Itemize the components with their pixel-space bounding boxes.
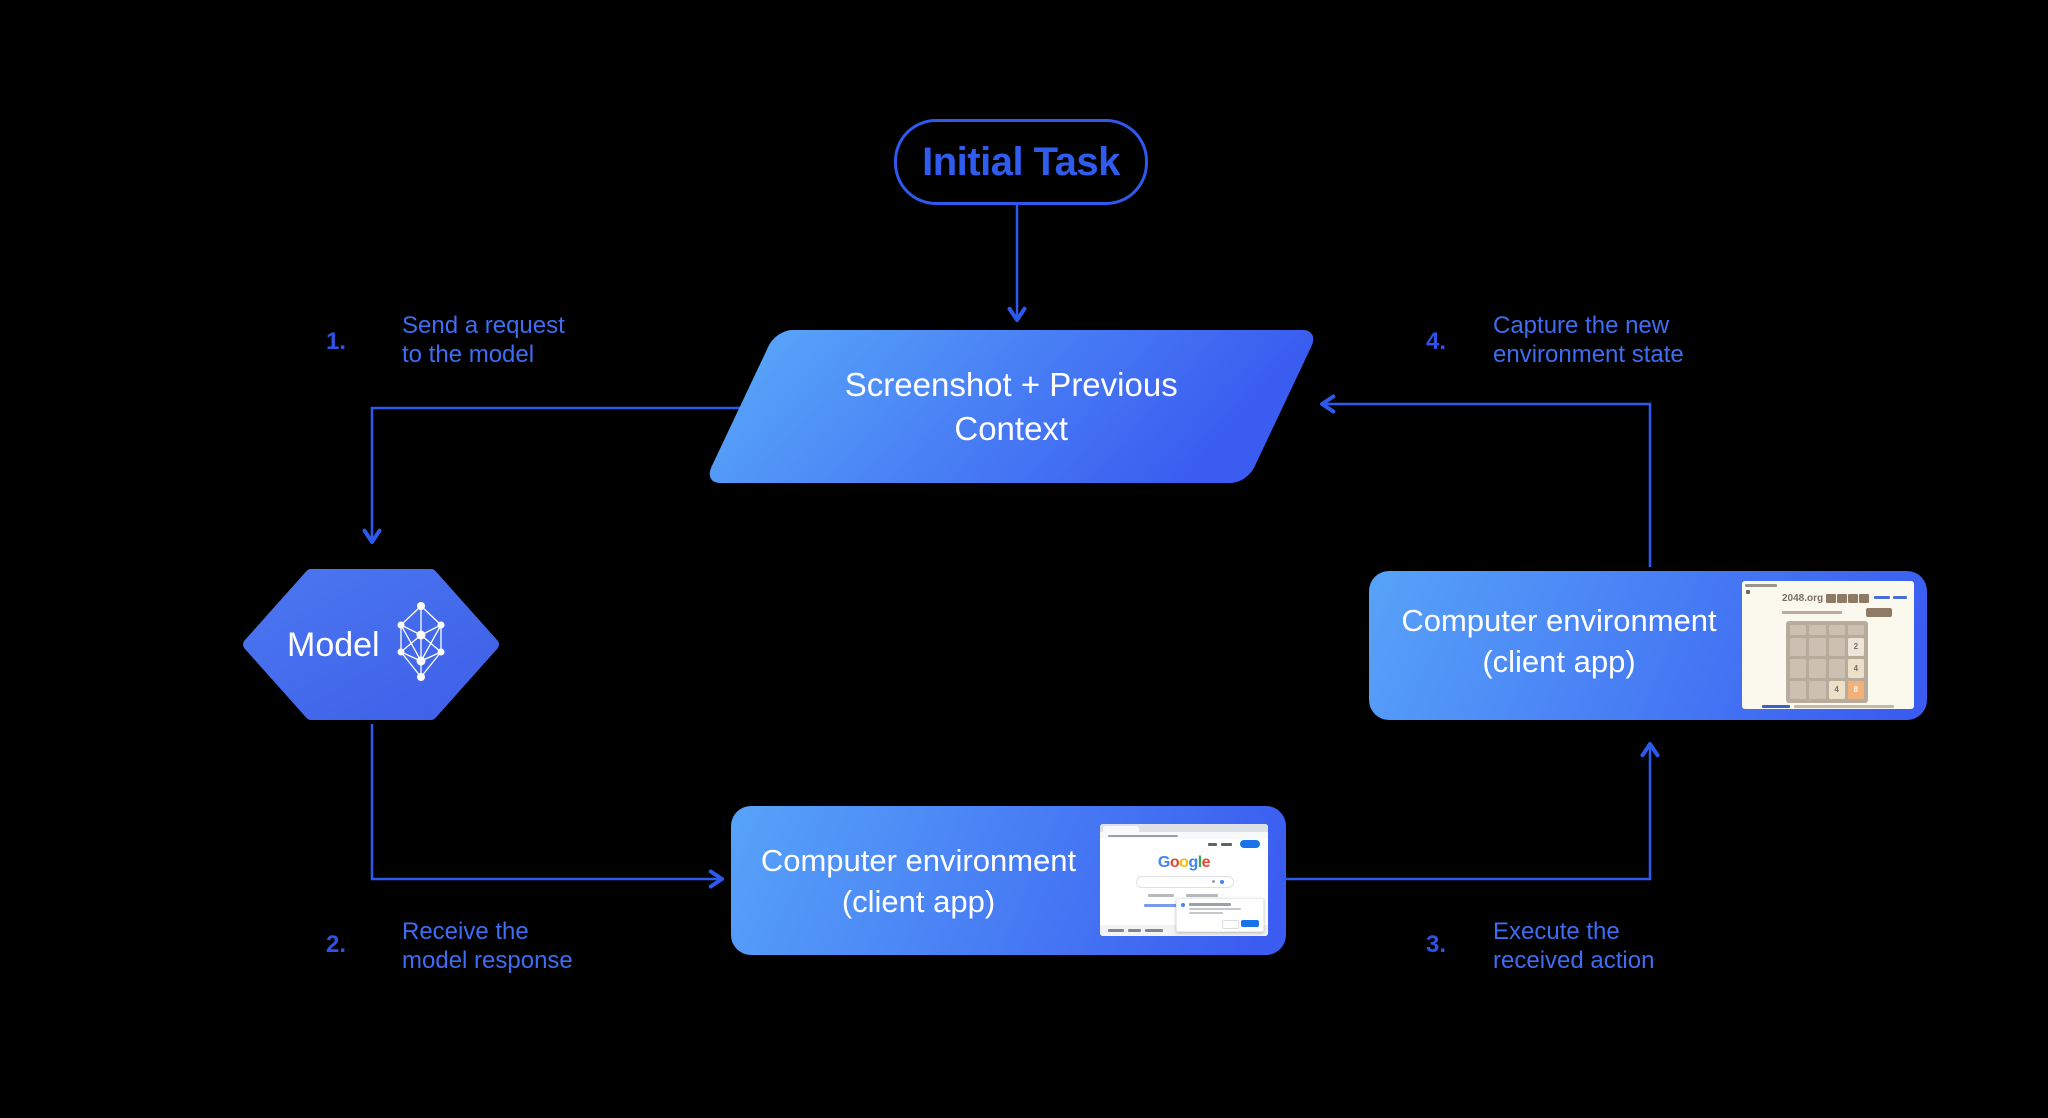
model-node-label: Model: [287, 626, 380, 664]
arrow-env-bottom-to-env-right: [1286, 742, 1660, 881]
step-1-number: 1.: [326, 328, 347, 355]
step-1-label: Send a request to the model: [402, 312, 565, 368]
footer-link-bar: [1762, 705, 1790, 708]
dialog-text-bar: [1189, 903, 1231, 906]
screenshot-2048-game: 2048.org 2 4 4 8: [1742, 581, 1914, 709]
arrow-model-to-env-bottom: [370, 724, 724, 889]
keyboard-icon: [1212, 880, 1215, 883]
score-box: [1837, 594, 1847, 603]
model-hexagon: [243, 569, 499, 720]
browser-tab: [1103, 825, 1139, 832]
step-3-number: 3.: [1426, 931, 1447, 958]
search-input: [1136, 876, 1234, 888]
url-text-bar: [1108, 834, 1178, 837]
step-2-number: 2.: [326, 931, 347, 958]
game-grid-cell: [1847, 625, 1864, 635]
arrow-env-right-to-context: [1320, 394, 1652, 567]
game-tile-2: 2: [1847, 637, 1864, 656]
screenshot-context-label: Screenshot + Previous Context: [845, 365, 1178, 447]
sign-in-button: [1240, 840, 1260, 848]
footer-link-bar: [1108, 929, 1124, 932]
header-link-bar: [1874, 596, 1890, 599]
game-grid-cell: [1790, 659, 1807, 678]
header-link-bar: [1893, 596, 1907, 599]
computer-environment-bottom-label: Computer environment (client app): [760, 843, 1077, 919]
game-grid-cell: [1790, 680, 1807, 699]
browser-chrome-bar: [1100, 824, 1268, 832]
screenshot-context-node: Screenshot + Previous Context: [703, 330, 1320, 483]
mic-icon: [1220, 879, 1224, 884]
browser-url-bar: [1100, 832, 1268, 839]
game-grid-cell: [1809, 637, 1826, 656]
dialog-dismiss-button: [1222, 920, 1239, 929]
tagline-text-bar: [1782, 611, 1842, 614]
screenshot-google-homepage: Google: [1100, 824, 1268, 936]
game-site-title: 2048.org: [1782, 593, 1824, 604]
window-title-bar: [1745, 584, 1777, 587]
game-board: 2 4 4 8: [1786, 621, 1868, 703]
feeling-lucky-button: [1186, 894, 1218, 897]
game-grid-cell: [1790, 637, 1807, 656]
footer-text-bar: [1794, 705, 1894, 708]
footer-link-bar: [1145, 929, 1163, 932]
game-grid-cell: [1828, 637, 1845, 656]
arrow-context-to-model: [362, 406, 744, 544]
google-search-button: [1148, 894, 1174, 897]
game-grid-cell: [1809, 680, 1826, 699]
dialog-confirm-button: [1241, 920, 1259, 927]
step-4-number: 4.: [1426, 328, 1447, 355]
gmail-link-bar: [1208, 843, 1217, 846]
google-logo: Google: [1157, 854, 1211, 871]
step-4-label: Capture the new environment state: [1493, 312, 1684, 368]
sign-in-dialog: [1176, 898, 1264, 932]
step-2-label: Receive the model response: [402, 918, 573, 974]
game-grid-cell: [1828, 659, 1845, 678]
images-link-bar: [1221, 843, 1232, 846]
game-grid-cell: [1790, 625, 1807, 635]
neural-network-icon: [397, 602, 445, 681]
initial-task-node: Initial Task: [894, 119, 1148, 205]
score-box: [1826, 594, 1836, 603]
score-box: [1848, 594, 1858, 603]
game-grid-cell: [1828, 625, 1845, 635]
initial-task-label: Initial Task: [922, 139, 1120, 184]
step-3-label: Execute the received action: [1493, 918, 1655, 974]
dialog-text-bar: [1189, 908, 1241, 910]
game-tile-8: 8: [1847, 680, 1864, 699]
game-grid-cell: [1809, 625, 1826, 635]
footer-link-bar: [1128, 929, 1141, 932]
game-grid-cell: [1809, 659, 1826, 678]
score-box: [1859, 594, 1869, 603]
dialog-text-bar: [1189, 912, 1223, 914]
dialog-logo-icon: [1181, 903, 1185, 907]
window-icon: [1746, 590, 1750, 594]
game-tile-4: 4: [1847, 659, 1864, 678]
game-tile-4: 4: [1828, 680, 1845, 699]
computer-environment-right-label: Computer environment (client app): [1401, 603, 1717, 679]
new-game-button: [1866, 608, 1892, 617]
